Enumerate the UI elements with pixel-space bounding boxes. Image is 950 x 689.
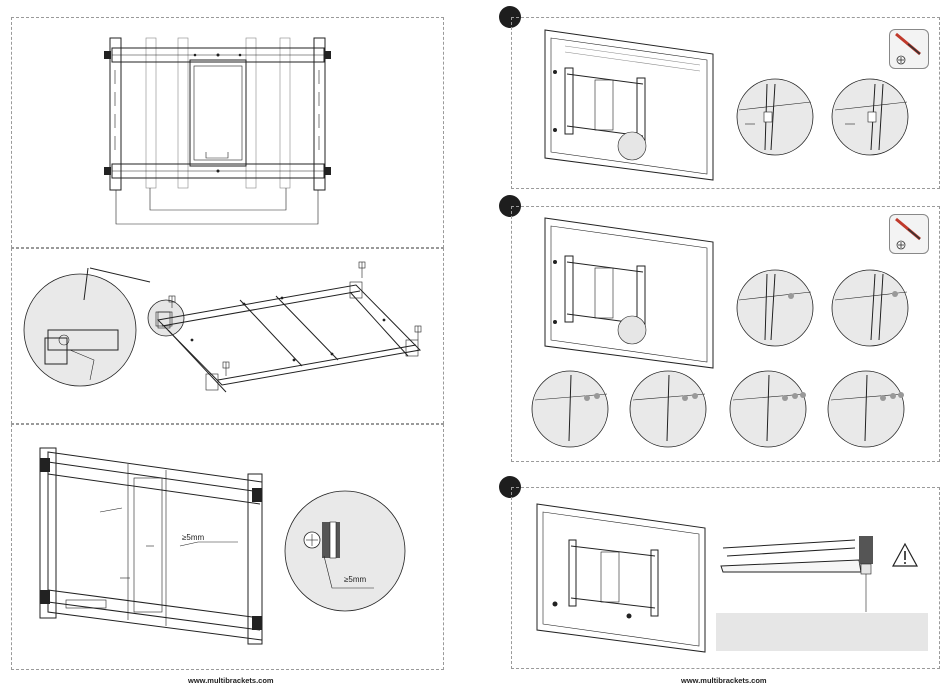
footer-url-right[interactable]: www.multibrackets.com [681,676,767,685]
screw-depth-drawing: ≥5mm ≥5mm [0,0,475,689]
warning-triangle-icon [475,0,950,689]
left-page: ≥5mm ≥5mm www.multibrackets.com [0,0,475,689]
measure-label-detail: ≥5mm [344,575,367,584]
right-page: www.multibrackets.com [475,0,950,689]
footer-url-left[interactable]: www.multibrackets.com [188,676,274,685]
measure-label-main: ≥5mm [182,533,205,542]
